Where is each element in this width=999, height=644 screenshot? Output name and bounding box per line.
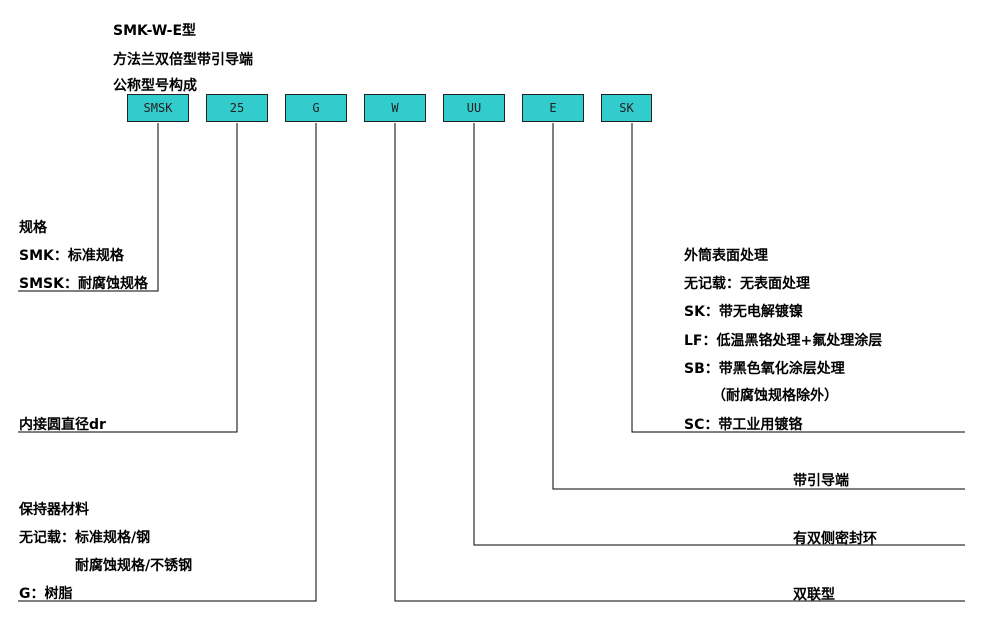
line-sk [631,123,965,433]
line-smsk [18,123,159,292]
spec-heading: 规格 [19,220,47,236]
title-line-2: 方法兰双倍型带引导端 [113,52,253,68]
surface-sb: SB：带黑色氧化涂层处理 [684,361,845,377]
surface-lf: LF：低温黑铬处理+氟处理涂层 [684,333,883,349]
surface-none: 无记载：无表面处理 [684,276,810,292]
code-box-w: W [364,94,426,122]
retainer-stainless: 耐腐蚀规格/不锈钢 [75,558,193,574]
code-box-e: E [522,94,584,122]
surface-sc: SC：带工业用镀铬 [684,417,803,433]
retainer-none: 无记载：标准规格/钢 [19,530,151,546]
code-box-size: 25 [206,94,268,122]
code-box-sk: SK [601,94,652,122]
retainer-g: G：树脂 [19,586,73,602]
surface-sk: SK：带无电解镀镍 [684,304,803,320]
option-e-label: 带引导端 [793,473,849,489]
diameter-label: 内接圆直径dr [19,417,106,433]
code-box-smsk: SMSK [127,94,189,122]
title-line-1: SMK-W-E型 [113,23,197,39]
spec-smk: SMK：标准规格 [19,248,124,264]
surface-heading: 外筒表面处理 [684,248,768,264]
option-w-label: 双联型 [793,587,835,603]
retainer-heading: 保持器材料 [19,502,89,518]
title-line-3: 公称型号构成 [113,78,197,94]
code-box-g: G [285,94,347,122]
surface-sb-note: （耐腐蚀规格除外） [712,388,838,404]
spec-smsk: SMSK：耐腐蚀规格 [19,276,148,292]
line-g [18,123,317,602]
line-25 [18,123,238,433]
option-uu-label: 有双侧密封环 [793,531,877,547]
line-e [552,123,965,490]
line-uu [473,123,965,546]
line-w [394,123,965,602]
code-box-uu: UU [443,94,505,122]
